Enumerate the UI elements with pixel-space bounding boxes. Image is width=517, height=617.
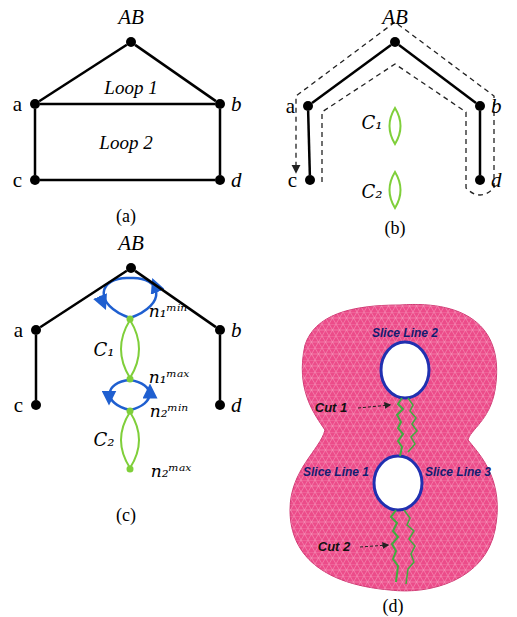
traversal-path <box>322 64 494 195</box>
blue-loop-arrow <box>100 296 103 303</box>
graph-vertex: AB <box>126 263 136 273</box>
blue-loop-arrow <box>149 391 152 397</box>
vertex-label: d <box>231 395 242 416</box>
blue-loop-arrow <box>108 392 111 398</box>
vertex-label: d <box>491 170 502 191</box>
critical-point-label: n₁ᵐⁱⁿ <box>149 303 188 321</box>
graph-vertex: a <box>30 99 40 109</box>
graph-vertex: b <box>475 101 485 111</box>
vertex-label: c <box>14 395 23 416</box>
graph-edge <box>40 179 215 182</box>
critical-point <box>127 316 134 323</box>
panel-label: (c) <box>116 506 136 525</box>
critical-point <box>127 466 134 473</box>
graph-edge <box>40 103 215 106</box>
slice-line-label: Slice Line 1 <box>303 466 369 479</box>
vertex-label: c <box>288 170 297 191</box>
region-label: Loop 2 <box>99 133 152 153</box>
graph-vertex: a <box>31 325 41 335</box>
cycle-lens <box>121 320 139 378</box>
graph-vertex: a <box>303 101 313 111</box>
vertex-label: b <box>231 94 242 115</box>
graph-vertex: AB <box>126 37 136 47</box>
vertex-label: AB <box>382 7 408 28</box>
region-label: Loop 1 <box>104 78 157 98</box>
critical-point-label: n₂ᵐⁱⁿ <box>150 403 189 421</box>
double-torus-mesh <box>285 298 510 598</box>
blue-loop <box>104 278 157 318</box>
cycle-lens <box>390 108 401 144</box>
graph-edge <box>35 335 38 400</box>
slice-line-label: Slice Line 3 <box>425 466 491 479</box>
graph-edge <box>399 45 476 103</box>
graph-edge <box>479 111 482 175</box>
vertex-label: a <box>13 94 22 115</box>
panel-label: (b) <box>385 219 406 238</box>
critical-point <box>127 376 134 383</box>
vertex-label: c <box>13 170 22 191</box>
vertex-label: a <box>14 320 23 341</box>
vertex-label: AB <box>118 233 144 254</box>
graph-vertex: b <box>215 99 225 109</box>
panel-label: (d) <box>383 597 404 616</box>
graph-vertex: b <box>215 325 225 335</box>
cycle-label: C₂ <box>94 431 115 450</box>
graph-vertex: d <box>215 400 225 410</box>
cycle-label: C₁ <box>362 114 383 133</box>
blue-loop <box>110 380 150 410</box>
graph-edge <box>219 335 222 400</box>
graph-vertex: c <box>31 400 41 410</box>
cycle-lens <box>121 412 139 468</box>
graph-vertex: c <box>30 175 40 185</box>
graph-vertex: AB <box>390 37 400 47</box>
graph-vertex: d <box>475 175 485 185</box>
vertex-label: b <box>491 96 502 117</box>
cut-label: Cut 2 <box>318 540 351 554</box>
vertex-label: d <box>231 170 242 191</box>
graph-vertex: d <box>215 175 225 185</box>
graph-edge <box>40 271 127 328</box>
graph-edge <box>34 109 37 175</box>
critical-point-label: n₁ᵐᵃˣ <box>149 369 190 387</box>
graph-edge <box>219 109 222 175</box>
cycle-lens <box>390 172 401 208</box>
critical-point-label: n₂ᵐᵃˣ <box>151 463 192 481</box>
cycle-label: C₂ <box>362 183 383 202</box>
cut-label: Cut 1 <box>315 401 348 415</box>
panel-label: (a) <box>116 207 136 226</box>
cycle-label: C₁ <box>94 341 115 360</box>
vertex-label: b <box>231 320 242 341</box>
vertex-label: a <box>286 96 295 117</box>
traversal-path <box>296 22 494 188</box>
slice-line-label: Slice Line 2 <box>372 327 438 340</box>
critical-point <box>127 408 134 415</box>
graph-edge <box>312 45 391 103</box>
graph-vertex: c <box>305 175 315 185</box>
vertex-label: AB <box>118 7 144 28</box>
graph-edge <box>308 111 310 175</box>
graph-edge <box>135 271 216 327</box>
